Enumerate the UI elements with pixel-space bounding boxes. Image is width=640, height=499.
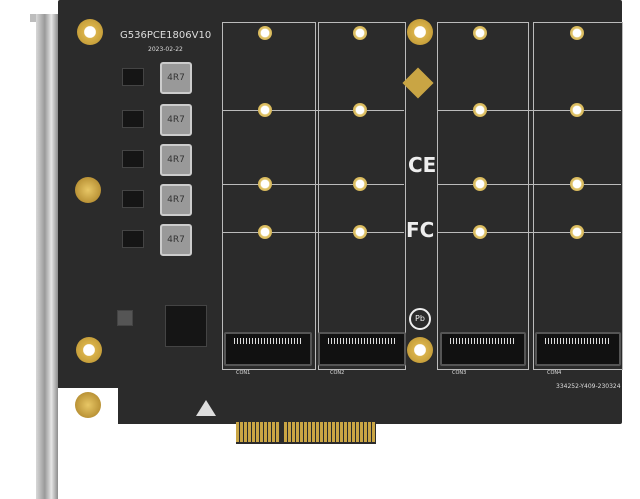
gold-finger [268,422,271,442]
gold-finger [308,422,311,442]
standoff-hole [570,225,584,239]
gold-finger [276,422,279,442]
standoff-hole [258,26,272,40]
gold-finger [348,422,351,442]
screw [75,392,101,418]
gold-finger [252,422,255,442]
screw [75,177,101,203]
gold-finger [340,422,343,442]
inductor: 4R7 [160,144,192,176]
gold-finger [284,422,287,442]
lead-free-icon: Pb [409,308,431,330]
gold-finger [244,422,247,442]
inductor: 4R7 [160,184,192,216]
date-label: 2023-02-22 [148,46,183,53]
gold-finger [264,422,267,442]
regulator-chip [122,150,144,168]
standoff-hole [258,177,272,191]
gold-finger [332,422,335,442]
slot-divider [222,184,404,185]
gold-finger [272,422,275,442]
regulator-chip [122,68,144,86]
slot-divider [437,184,621,185]
gold-finger [304,422,307,442]
standoff-hole [570,103,584,117]
controller-chip [165,305,207,347]
gold-finger [256,422,259,442]
gold-finger [336,422,339,442]
slot-divider [437,110,621,111]
gold-finger [288,422,291,442]
mounting-hole [76,337,102,363]
gold-finger [356,422,359,442]
pcie-bracket [36,14,58,499]
standoff-hole [258,103,272,117]
esd-warning-icon [196,400,216,416]
standoff-hole [353,26,367,40]
inductor: 4R7 [160,104,192,136]
mounting-hole [407,337,433,363]
m2-socket-1 [224,332,312,366]
model-label: G536PCE1806V10 [120,30,212,41]
slot-divider [437,232,621,233]
m2-slot-4 [533,22,623,370]
slot-divider [222,110,404,111]
m2-socket-2 [318,332,406,366]
mounting-hole [407,19,433,45]
gold-finger [364,422,367,442]
standoff-hole [473,177,487,191]
standoff-hole [353,103,367,117]
gold-finger [368,422,371,442]
serial-label: 334252-Y409-230324 [556,383,621,390]
standoff-hole [258,225,272,239]
gold-finger [372,422,375,442]
connector-label: CON3 [452,370,467,376]
gold-finger [300,422,303,442]
inductor: 4R7 [160,224,192,256]
m2-slot-1 [222,22,316,370]
gold-finger [296,422,299,442]
gold-finger [320,422,323,442]
pcie-gold-fingers [236,418,376,444]
regulator-chip [122,190,144,208]
regulator-chip [122,110,144,128]
standoff-hole [353,177,367,191]
connector-label: CON1 [236,370,251,376]
gold-finger [316,422,319,442]
gold-finger [312,422,315,442]
ce-mark: CE [408,153,437,177]
standoff-hole [473,26,487,40]
gold-finger [260,422,263,442]
gold-finger [328,422,331,442]
standoff-hole [570,177,584,191]
gold-finger [324,422,327,442]
gold-finger [352,422,355,442]
mounting-hole [77,19,103,45]
gold-finger [248,422,251,442]
gold-finger [292,422,295,442]
standoff-hole [353,225,367,239]
gold-finger [360,422,363,442]
m2-socket-3 [440,332,526,366]
connector-label: CON4 [547,370,562,376]
m2-slot-2 [318,22,406,370]
m2-socket-4 [535,332,621,366]
small-component [117,310,133,326]
standoff-hole [473,225,487,239]
standoff-hole [473,103,487,117]
gold-finger [236,422,239,442]
connector-label: CON2 [330,370,345,376]
fcc-mark: FC [406,218,435,242]
inductor: 4R7 [160,62,192,94]
slot-divider [222,232,404,233]
standoff-hole [570,26,584,40]
m2-slot-3 [437,22,529,370]
regulator-chip [122,230,144,248]
gold-finger [240,422,243,442]
gold-finger [344,422,347,442]
